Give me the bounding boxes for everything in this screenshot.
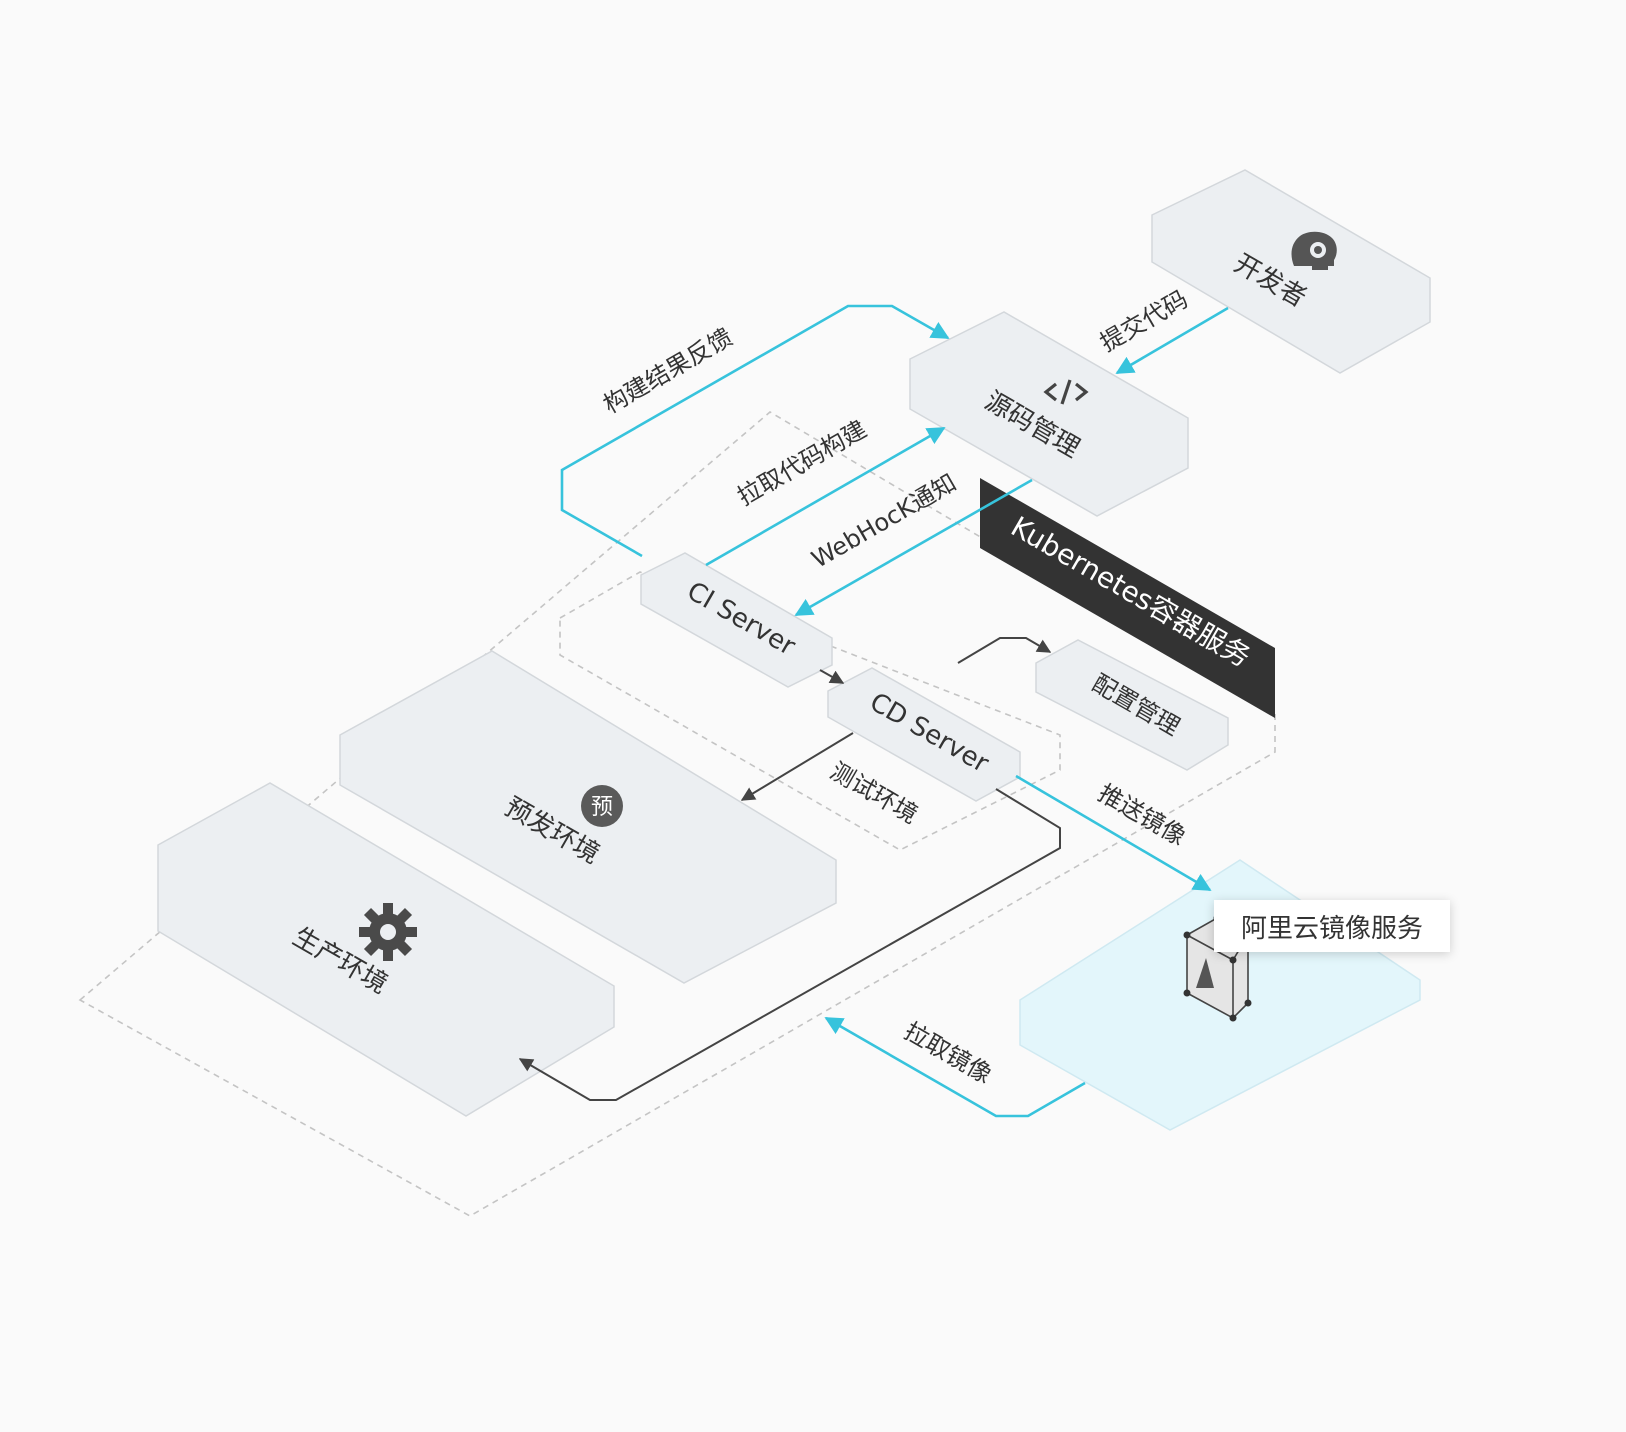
edge-pull-code-build: [705, 426, 946, 567]
edge-webhook-notify: [794, 478, 1033, 617]
ci-server-box[interactable]: [640, 552, 833, 688]
build-feedback-label: 构建结果反馈: [599, 323, 738, 419]
pull-image-label: 拉取镜像: [899, 1017, 996, 1089]
k8s-banner-label: Kubernetes容器服务: [1005, 510, 1256, 674]
config-mgmt-box[interactable]: [1035, 639, 1229, 771]
code-icon: [1043, 379, 1089, 405]
edge-ci-to-cd: [819, 669, 845, 684]
edge-cd-to-production: [518, 788, 1061, 1101]
staging-badge-label: 预: [591, 795, 613, 820]
registry-callout: 阿里云镜像服务: [1214, 900, 1450, 952]
push-image-label: 推送镜像: [1093, 779, 1190, 851]
brain-gear-icon: [1291, 231, 1337, 270]
edge-commit-code: [1115, 306, 1229, 375]
source-control-box[interactable]: [909, 311, 1189, 517]
edge-cd-to-config: [957, 637, 1052, 664]
registry-label: 阿里云镜像服务: [1240, 913, 1423, 944]
gear-icon: [359, 903, 417, 961]
webhook-notify-label: WebHocK通知: [807, 468, 961, 573]
edge-build-feedback: [560, 304, 950, 558]
edge-cd-to-staging: [740, 732, 854, 801]
edge-pull-image: [824, 1016, 1086, 1118]
edge-push-image: [1015, 774, 1212, 892]
pull-code-build-label: 拉取代码构建: [733, 415, 872, 511]
commit-code-label: 提交代码: [1095, 285, 1192, 357]
badge-circle-icon: 预: [581, 785, 623, 827]
test-env-label: 测试环境: [825, 757, 922, 829]
test-env-zone-outline: [559, 571, 1061, 851]
developer-box[interactable]: [1151, 169, 1431, 374]
k8s-banner: [980, 478, 1275, 718]
